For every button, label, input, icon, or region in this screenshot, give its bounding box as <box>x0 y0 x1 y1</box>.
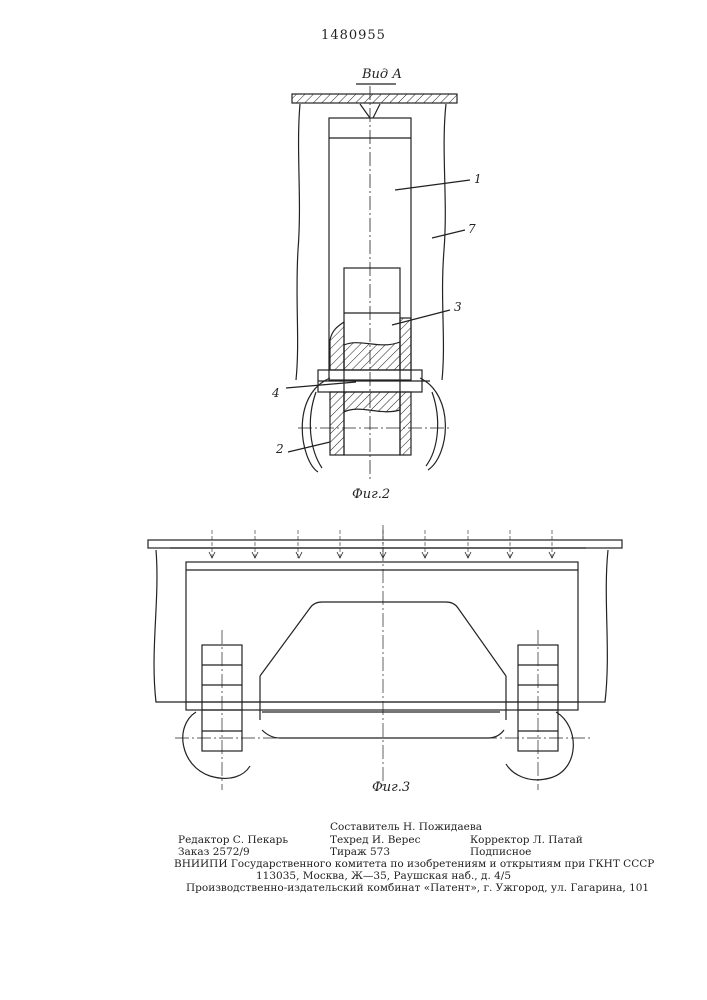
housing-left-edge <box>296 104 300 380</box>
callout-7: 7 <box>468 222 476 236</box>
callout-1: 1 <box>474 172 482 186</box>
left-wheel <box>183 712 250 778</box>
figure-3-caption: Фиг.3 <box>372 780 410 795</box>
top-plate <box>292 94 457 103</box>
callout-2: 2 <box>276 442 284 456</box>
callout-3: 3 <box>454 300 462 314</box>
figure-2-drawing <box>0 0 707 520</box>
housing-right-edge <box>442 104 446 380</box>
footer-publisher: Производственно-издательский комбинат «П… <box>186 882 649 895</box>
footer-compiler: Составитель Н. Пожидаева <box>330 821 482 834</box>
callout-4: 4 <box>272 386 280 400</box>
frame <box>186 562 578 702</box>
right-wheel <box>506 712 573 780</box>
top-beam <box>148 540 622 548</box>
figure-3-drawing <box>0 520 707 820</box>
figure-2-caption: Фиг.2 <box>352 487 390 502</box>
view-label: Вид А <box>362 67 402 82</box>
